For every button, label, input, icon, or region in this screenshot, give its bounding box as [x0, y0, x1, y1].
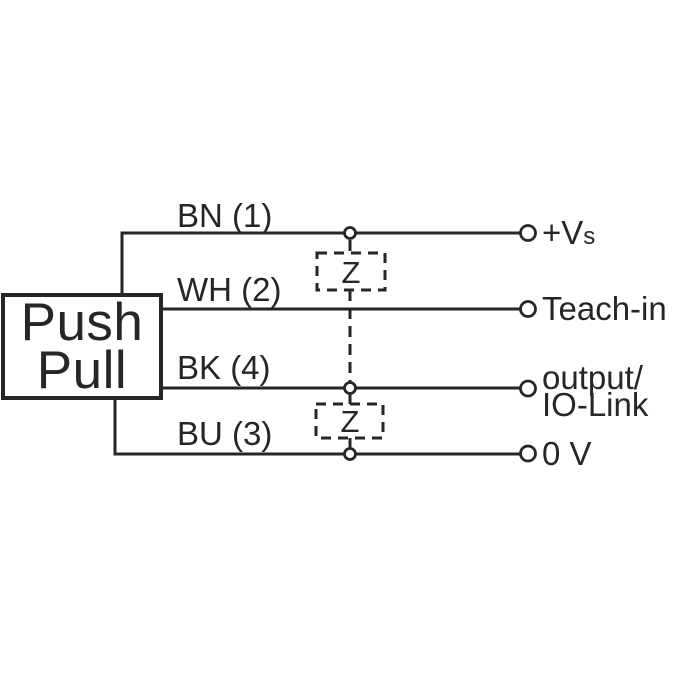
- wires: [113, 231, 521, 456]
- terminal-circle-teach-in: [519, 300, 537, 318]
- junction-dot-bn: [343, 226, 357, 240]
- terminal-circles: [519, 224, 537, 463]
- junction-dot-bu: [343, 447, 357, 461]
- terminal-label-vs-sub: s: [583, 223, 596, 250]
- junction-dot-bk: [343, 381, 357, 395]
- terminal-label-output-line1: output/: [542, 359, 643, 396]
- terminal-circle-output: [519, 379, 537, 398]
- terminal-label-vs: +Vs: [542, 216, 595, 254]
- terminal-circle-vs: [519, 224, 537, 242]
- terminal-label-0v: 0 V: [542, 435, 592, 472]
- pin-label-bk: BK (4): [177, 349, 271, 386]
- connector-type-box: Push Pull: [1, 293, 163, 400]
- terminal-label-vs-main: +V: [542, 214, 584, 251]
- connector-type-line1: Push: [20, 292, 144, 352]
- pin-label-wh: WH (2): [177, 271, 282, 308]
- pin-label-bn: BN (1): [177, 197, 273, 234]
- zener-box-bottom: [314, 402, 385, 440]
- zener-label-bottom: Z: [340, 404, 360, 439]
- junction-dots: [343, 226, 357, 461]
- pin-label-bu: BU (3): [177, 415, 273, 452]
- terminal-label-output: output/ IO-Link: [542, 359, 649, 423]
- connector-type-line2: Pull: [36, 340, 128, 400]
- terminal-circle-0v: [519, 444, 537, 463]
- zener-box-top: [315, 251, 387, 292]
- zener-label-top: Z: [341, 255, 361, 290]
- terminal-label-output-line2: IO-Link: [542, 386, 649, 423]
- terminal-label-teach-in: Teach-in: [542, 290, 667, 327]
